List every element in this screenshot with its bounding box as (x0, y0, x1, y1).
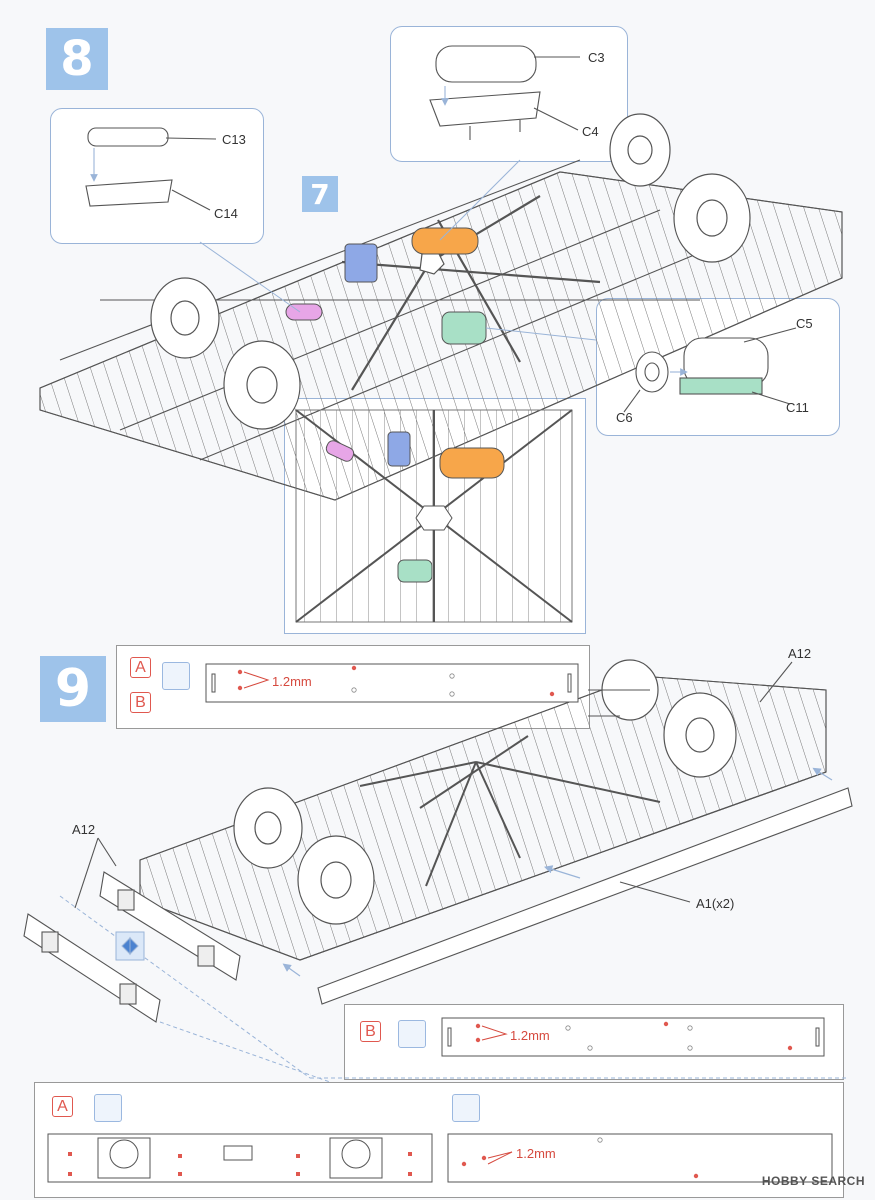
c13-c14-parts (85, 127, 217, 211)
a12-end-beams (23, 661, 793, 1023)
callout-c13-c14 (50, 108, 264, 244)
label-c14: C14 (214, 206, 238, 221)
drill-strip-bottom-right (447, 1133, 833, 1183)
c5-c6-c11-parts (623, 327, 797, 413)
label-a1: A1(x2) (696, 896, 735, 911)
drill-strip-top (205, 663, 579, 703)
label-c11: C11 (786, 400, 809, 415)
orange-tank (411, 227, 479, 255)
label-c3: C3 (588, 50, 605, 65)
c3-c4-parts (429, 45, 580, 140)
top-view-plan (295, 409, 573, 623)
step9-bracing (359, 735, 661, 887)
step9-guides (59, 895, 848, 1083)
step9-arrows (282, 767, 833, 977)
marker-a-top: A (130, 657, 151, 678)
callout-leaders (199, 159, 597, 341)
step8-colored-parts (285, 227, 487, 345)
step-7-reference-badge: 7 (302, 176, 338, 212)
drill-icon-bottom (452, 1094, 480, 1122)
drill-icon-top (162, 662, 190, 690)
green-motor (441, 311, 487, 345)
blue-part (344, 243, 378, 283)
drill-marks (68, 665, 793, 1179)
label-c6: C6 (616, 410, 633, 425)
drill-strip-bottom-left (47, 1133, 433, 1183)
marker-a-detail: A (52, 1096, 73, 1117)
knife-icon (94, 1094, 122, 1122)
drill-size-top: 1.2mm (272, 674, 312, 689)
label-c4: C4 (582, 124, 599, 139)
step8-wheels (150, 113, 751, 430)
a1-side-rail (317, 787, 853, 1005)
label-a12-right: A12 (788, 646, 812, 661)
swap-direction-icon (115, 931, 145, 961)
drill-icon-b (398, 1020, 426, 1048)
step9-wheels (233, 659, 737, 925)
marker-b-detail: B (360, 1021, 381, 1042)
existing-holes (351, 673, 693, 1143)
label-c13: C13 (222, 132, 246, 147)
watermark: HOBBY SEARCH (761, 1174, 865, 1188)
drill-strip-b (441, 1017, 825, 1057)
label-c5: C5 (796, 316, 813, 331)
drill-size-bottom: 1.2mm (516, 1146, 556, 1161)
step-9-badge: 9 (40, 656, 106, 722)
step-8-badge: 8 (46, 28, 108, 90)
marker-b-top: B (130, 692, 151, 713)
drill-size-b: 1.2mm (510, 1028, 550, 1043)
label-a12-left: A12 (72, 822, 96, 837)
